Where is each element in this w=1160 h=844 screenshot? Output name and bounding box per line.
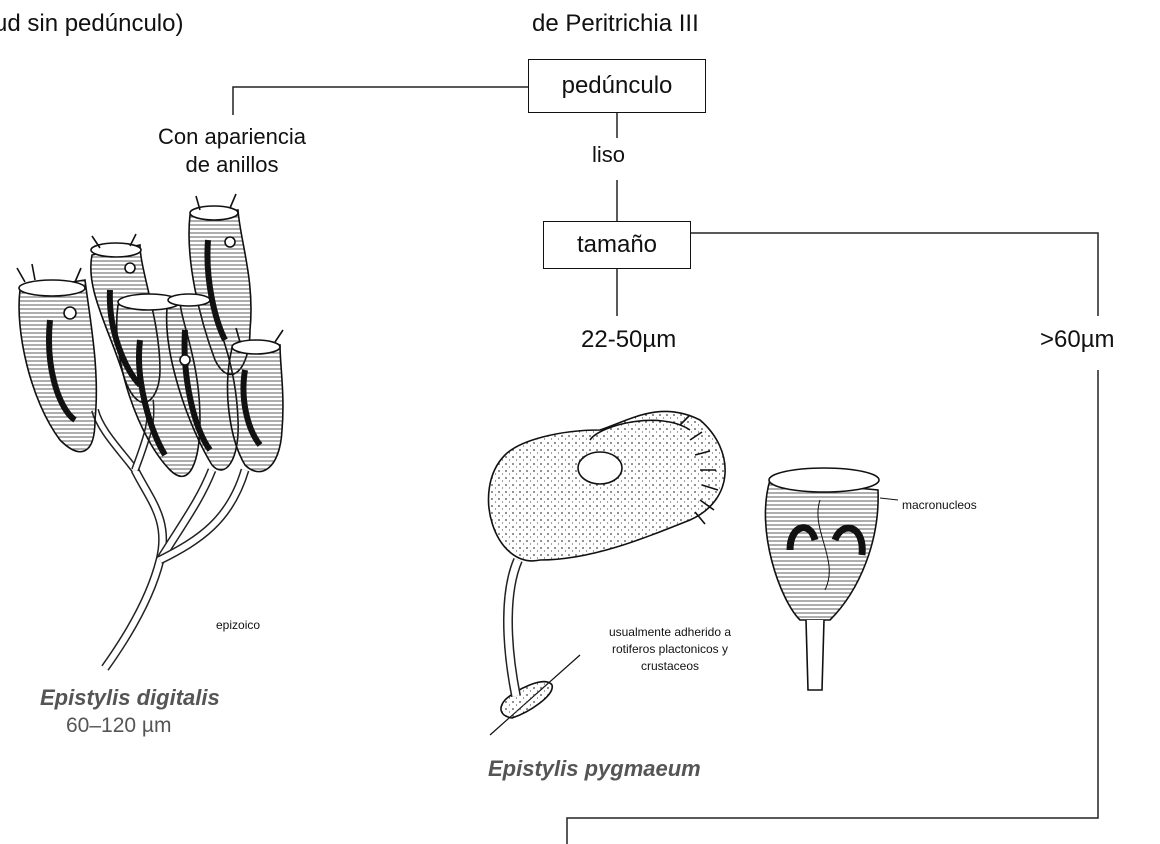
label-macronucleos: macronucleos	[902, 498, 977, 512]
page-title: de Peritrichia III	[532, 10, 699, 38]
header-fragment: ud sin pedúnculo)	[0, 10, 183, 38]
label-size-small: 22-50µm	[581, 326, 676, 354]
note-pygmaeum-line3: crustaceos	[562, 659, 778, 673]
note-pygmaeum-line1: usualmente adherido a	[562, 625, 778, 639]
species-name-pygmaeum: Epistylis pygmaeum	[488, 756, 701, 782]
node-pedunculo-label: pedúnculo	[562, 72, 673, 100]
node-tamano-label: tamaño	[577, 231, 657, 259]
note-pygmaeum-line2: rotiferos plactonicos y	[562, 642, 778, 656]
species-range-digitalis: 60–120 µm	[66, 714, 172, 738]
label-size-large: >60µm	[1040, 326, 1115, 354]
label-ringed-line2: de anillos	[112, 152, 352, 178]
label-liso: liso	[592, 142, 625, 168]
node-pedunculo: pedúnculo	[528, 59, 706, 113]
note-epizoico: epizoico	[216, 618, 260, 632]
node-tamano: tamaño	[543, 221, 691, 269]
species-name-digitalis: Epistylis digitalis	[40, 685, 220, 711]
label-ringed-line1: Con apariencia	[112, 124, 352, 150]
